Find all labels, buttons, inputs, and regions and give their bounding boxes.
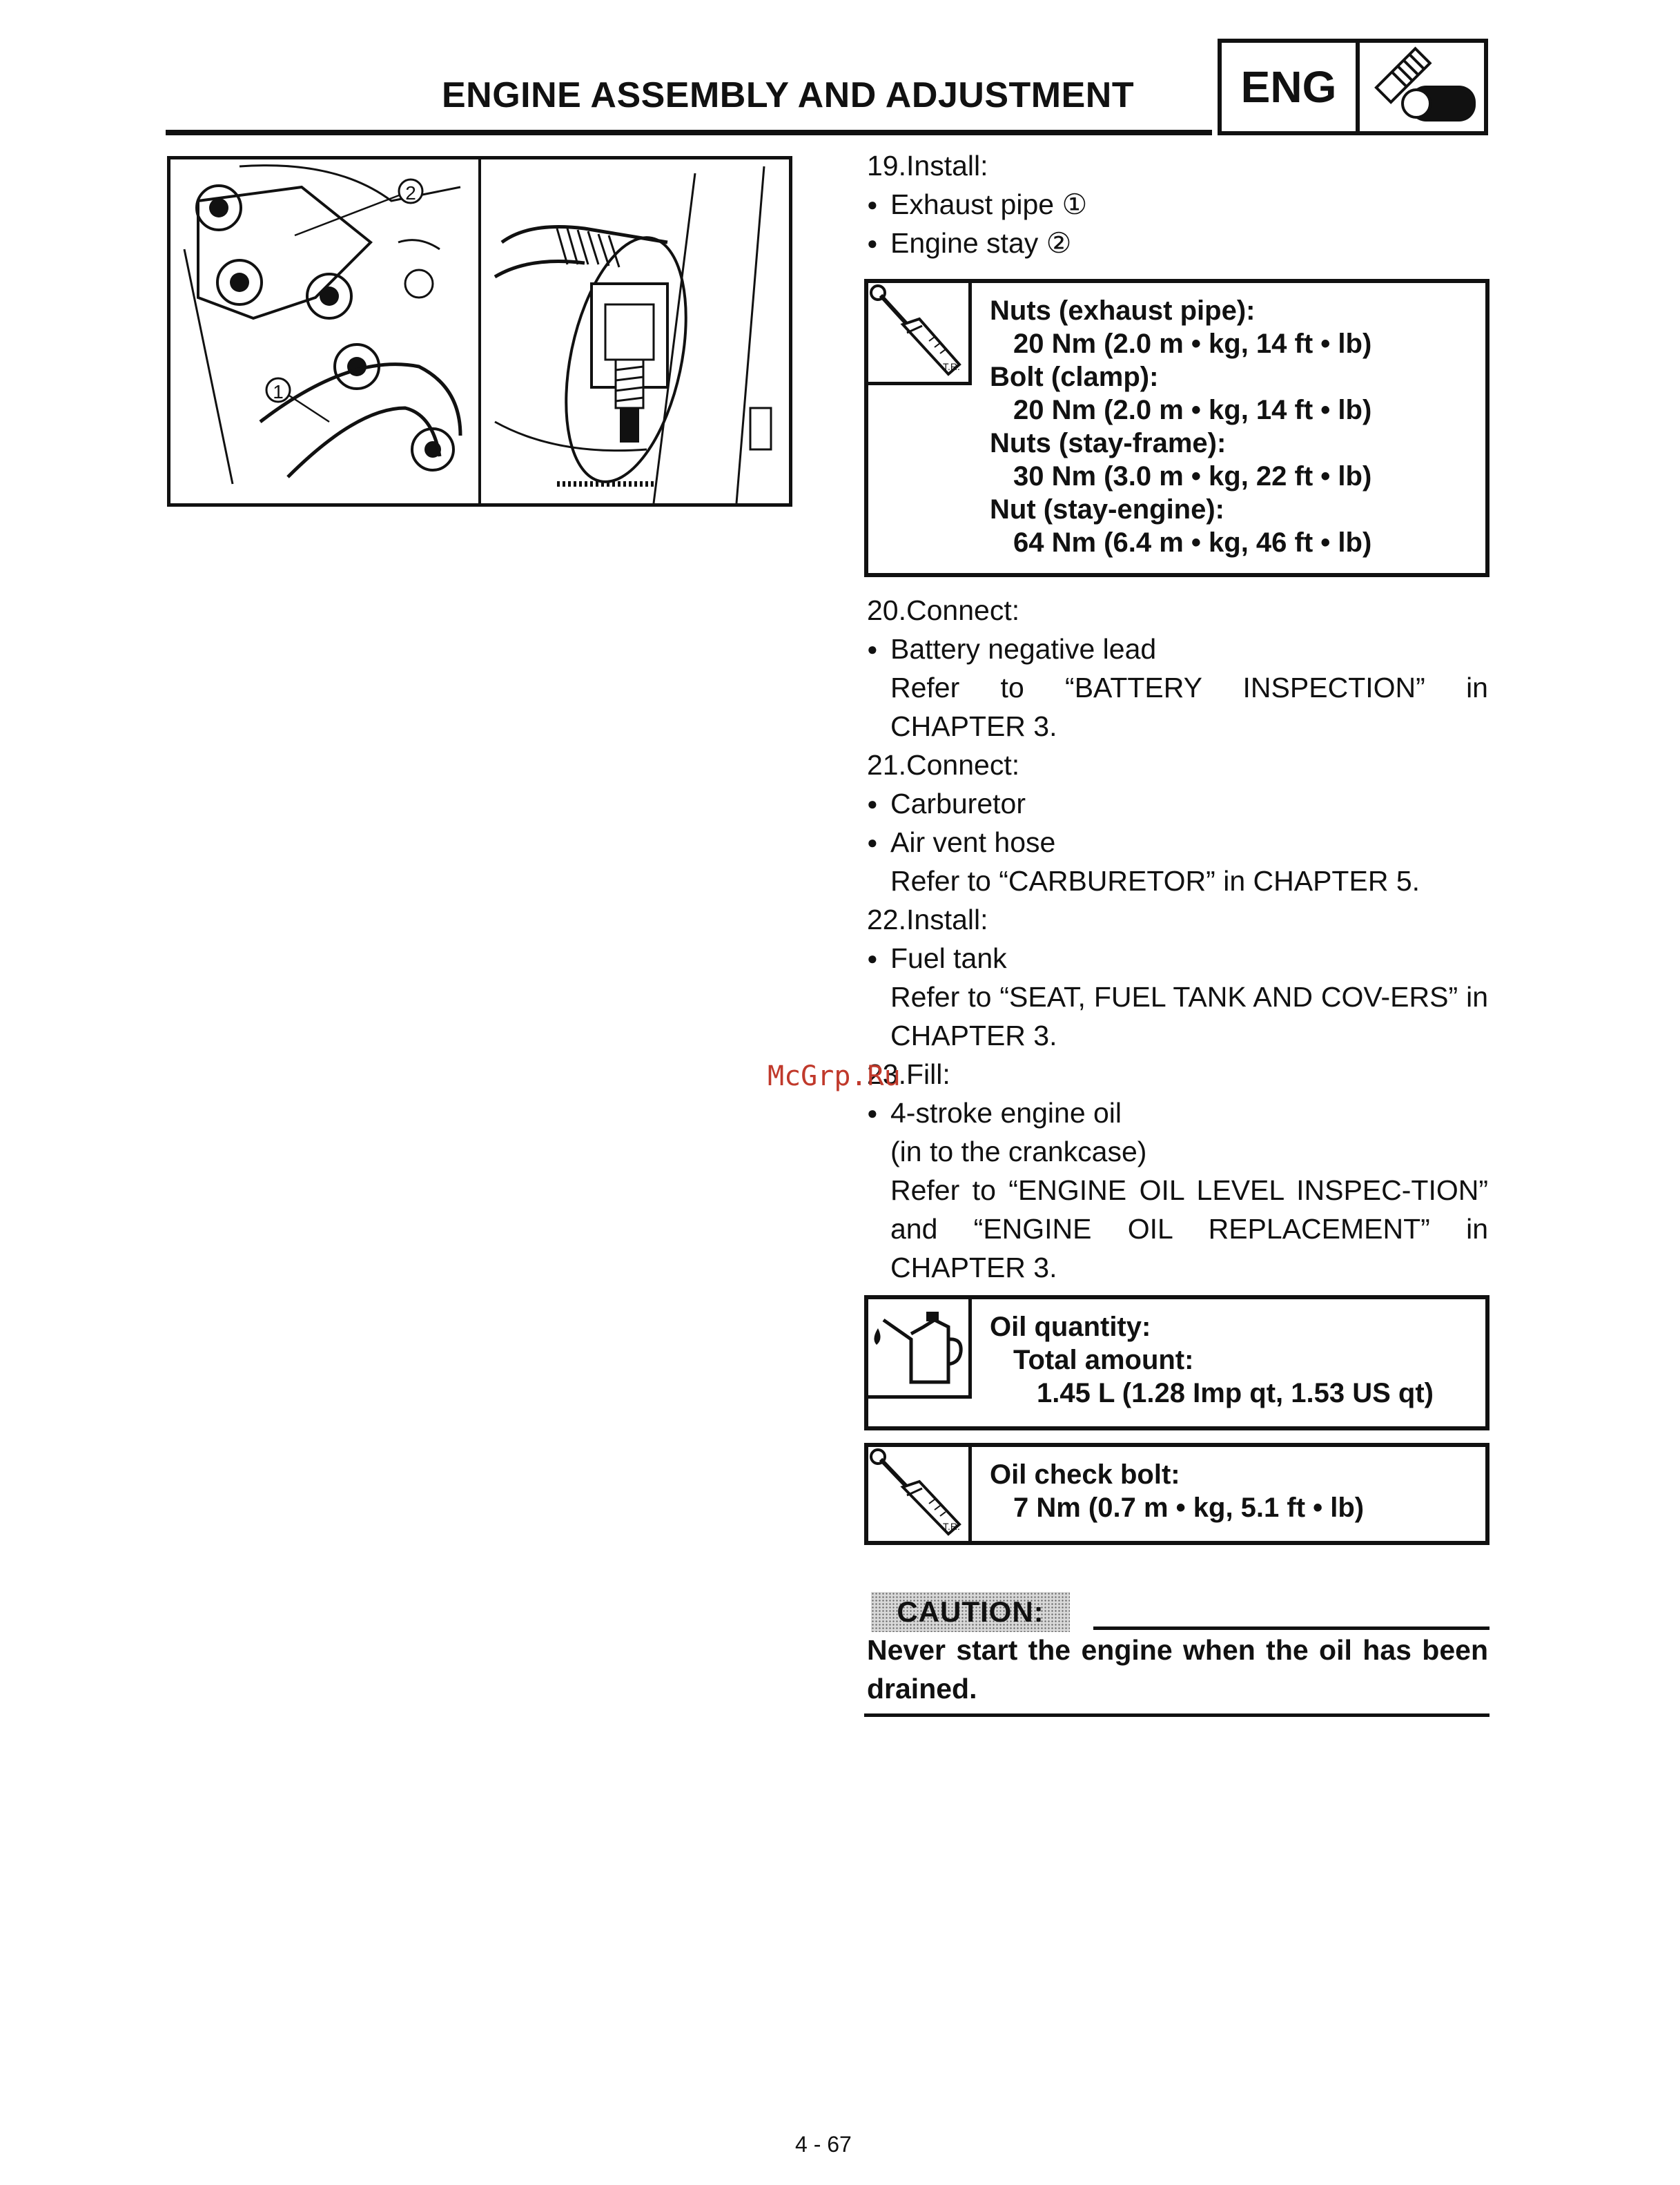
step-23-heading: 23.Fill:	[867, 1058, 950, 1090]
step-19: 19.Install: Exhaust pipe ① Engine stay ②	[867, 146, 1488, 262]
section-tag-box: ENG	[1218, 39, 1488, 135]
step-21-heading: 21.Connect:	[867, 749, 1020, 781]
page-title: ENGINE ASSEMBLY AND ADJUSTMENT	[442, 75, 1135, 115]
torque-wrench-icon: T.R.	[868, 283, 972, 385]
spec-value: 30 Nm (3.0 m • kg, 22 ft • lb)	[1013, 461, 1372, 492]
torque-wrench-icon: T.R.	[868, 1447, 972, 1541]
reference-note: Refer to “SEAT, FUEL TANK AND COV-ERS” i…	[890, 981, 1488, 1051]
figure-drawing: 2 1	[183, 159, 772, 503]
step-22-heading: 22.Install:	[867, 904, 988, 935]
reference-note: Refer to “BATTERY INSPECTION” in CHAPTER…	[890, 672, 1488, 742]
spec-label: Nut (stay-engine):	[990, 494, 1224, 525]
reference-note: Refer to “CARBURETOR” in CHAPTER 5.	[890, 865, 1420, 897]
spec-value: 7 Nm (0.7 m • kg, 5.1 ft • lb)	[1013, 1493, 1365, 1523]
spec-label: Total amount:	[1013, 1345, 1194, 1375]
spec-label: Nuts (exhaust pipe):	[990, 295, 1256, 326]
header-rule	[166, 130, 1212, 135]
caution-text: Never start the engine when the oil has …	[867, 1634, 1488, 1705]
list-item: Battery negative lead	[867, 630, 1488, 668]
page-number: 4 - 67	[795, 2132, 852, 2157]
oil-quantity-box: Oil quantity: Total amount: 1.45 L (1.28…	[864, 1295, 1489, 1430]
list-item: Fuel tank	[867, 939, 1488, 978]
caution-label: CAUTION:	[871, 1592, 1070, 1632]
watermark: McGrp.Ru	[768, 1060, 901, 1092]
spec-value: 20 Nm (2.0 m • kg, 14 ft • lb)	[1013, 329, 1372, 359]
oil-can-icon	[868, 1299, 972, 1399]
spec-value: 1.45 L (1.28 Imp qt, 1.53 US qt)	[1037, 1378, 1434, 1408]
oil-check-bolt-torque-box: T.R. Oil check bolt: 7 Nm (0.7 m • kg, 5…	[864, 1443, 1489, 1545]
caution-rule	[1093, 1626, 1489, 1630]
list-item: Air vent hose	[867, 823, 1488, 862]
list-item: Exhaust pipe ①	[867, 185, 1488, 224]
caution-bottom-rule	[864, 1713, 1489, 1717]
list-item: Engine stay ②	[867, 224, 1488, 262]
list-item: Carburetor	[867, 784, 1488, 823]
svg-text:T.R.: T.R.	[943, 1521, 960, 1532]
engine-bolt-icon	[1360, 43, 1484, 131]
list-item: 4-stroke engine oil	[867, 1094, 1488, 1132]
step-20-heading: 20.Connect:	[867, 594, 1020, 626]
callout-2: 2	[405, 182, 416, 204]
torque-spec-box: T.R. Nuts (exhaust pipe): 20 Nm (2.0 m •…	[864, 279, 1489, 577]
callout-1: 1	[273, 381, 284, 402]
spec-value: 64 Nm (6.4 m • kg, 46 ft • lb)	[1013, 527, 1372, 558]
step-19-heading: 19.Install:	[867, 150, 988, 182]
spec-label: Oil check bolt:	[990, 1459, 1180, 1490]
spec-label: Oil quantity:	[990, 1312, 1151, 1342]
reference-note: Refer to “ENGINE OIL LEVEL INSPEC-TION” …	[890, 1174, 1488, 1283]
spec-label: Nuts (stay-frame):	[990, 428, 1227, 458]
spec-value: 20 Nm (2.0 m • kg, 14 ft • lb)	[1013, 395, 1372, 425]
exhaust-install-figure: 2 1	[167, 156, 792, 507]
spec-label: Bolt (clamp):	[990, 362, 1159, 392]
section-tag: ENG	[1222, 43, 1360, 131]
list-item-note: (in to the crankcase)	[890, 1136, 1147, 1167]
steps-20-23: 20.Connect: Battery negative lead Refer …	[867, 591, 1488, 1287]
svg-text:T.R.: T.R.	[943, 361, 960, 372]
